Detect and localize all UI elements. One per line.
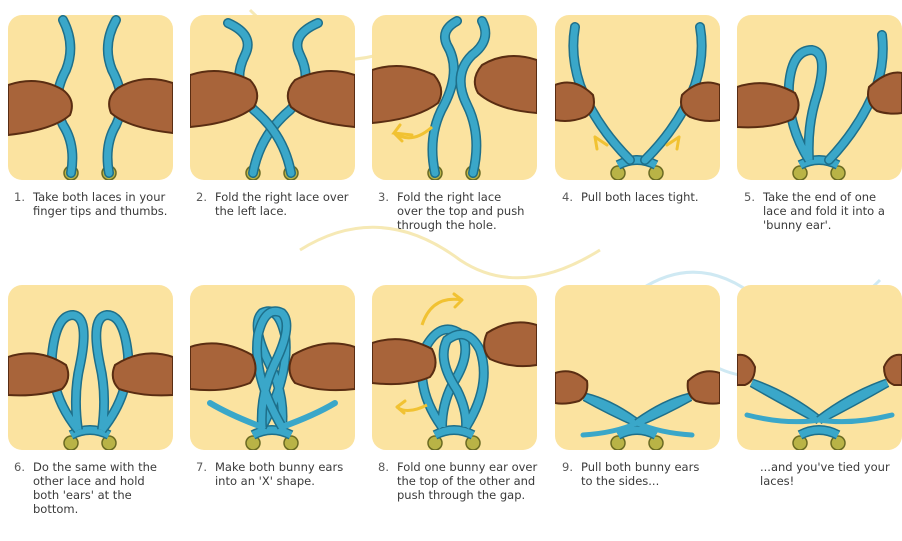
step-2-image xyxy=(190,15,355,180)
step-7-caption: 7. Make both bunny ears into an 'X' shap… xyxy=(196,460,346,488)
step-text: Take the end of one lace and fold it int… xyxy=(763,190,900,232)
step-text: Pull both laces tight. xyxy=(581,190,712,204)
step-number: 5. xyxy=(744,190,755,232)
step-7-image xyxy=(190,285,355,450)
step-5-image xyxy=(737,15,902,180)
step-2-caption: 2. Fold the right lace over the left lac… xyxy=(196,190,368,218)
step-5-caption: 5. Take the end of one lace and fold it … xyxy=(744,190,900,232)
step-8-image xyxy=(372,285,537,450)
step-9-image xyxy=(555,285,720,450)
step-number: 8. xyxy=(378,460,389,502)
step-text: Fold one bunny ear over the top of the o… xyxy=(397,460,538,502)
step-9-caption: 9. Pull both bunny ears to the sides... xyxy=(562,460,712,488)
step-text: Take both laces in your finger tips and … xyxy=(33,190,186,218)
step-number: 4. xyxy=(562,190,573,204)
step-4-image xyxy=(555,15,720,180)
step-number: 9. xyxy=(562,460,573,488)
step-text: Fold the right lace over the top and pus… xyxy=(397,190,528,232)
step-number: 1. xyxy=(14,190,25,218)
step-6-caption: 6. Do the same with the other lace and h… xyxy=(14,460,174,516)
step-number: 6. xyxy=(14,460,25,516)
step-10-image xyxy=(737,285,902,450)
step-text: Fold the right lace over the left lace. xyxy=(215,190,368,218)
step-text: Pull both bunny ears to the sides... xyxy=(581,460,712,488)
step-4-caption: 4. Pull both laces tight. xyxy=(562,190,712,204)
step-3-image xyxy=(372,15,537,180)
step-number: 2. xyxy=(196,190,207,218)
step-text: ...and you've tied your laces! xyxy=(760,460,890,488)
step-3-caption: 3. Fold the right lace over the top and … xyxy=(378,190,528,232)
step-1-image xyxy=(8,15,173,180)
step-6-image xyxy=(8,285,173,450)
step-number: 3. xyxy=(378,190,389,232)
step-number: 7. xyxy=(196,460,207,488)
step-8-caption: 8. Fold one bunny ear over the top of th… xyxy=(378,460,538,502)
step-10-caption: ...and you've tied your laces! xyxy=(760,460,890,488)
step-text: Do the same with the other lace and hold… xyxy=(33,460,174,516)
step-1-caption: 1. Take both laces in your finger tips a… xyxy=(14,190,186,218)
step-text: Make both bunny ears into an 'X' shape. xyxy=(215,460,346,488)
